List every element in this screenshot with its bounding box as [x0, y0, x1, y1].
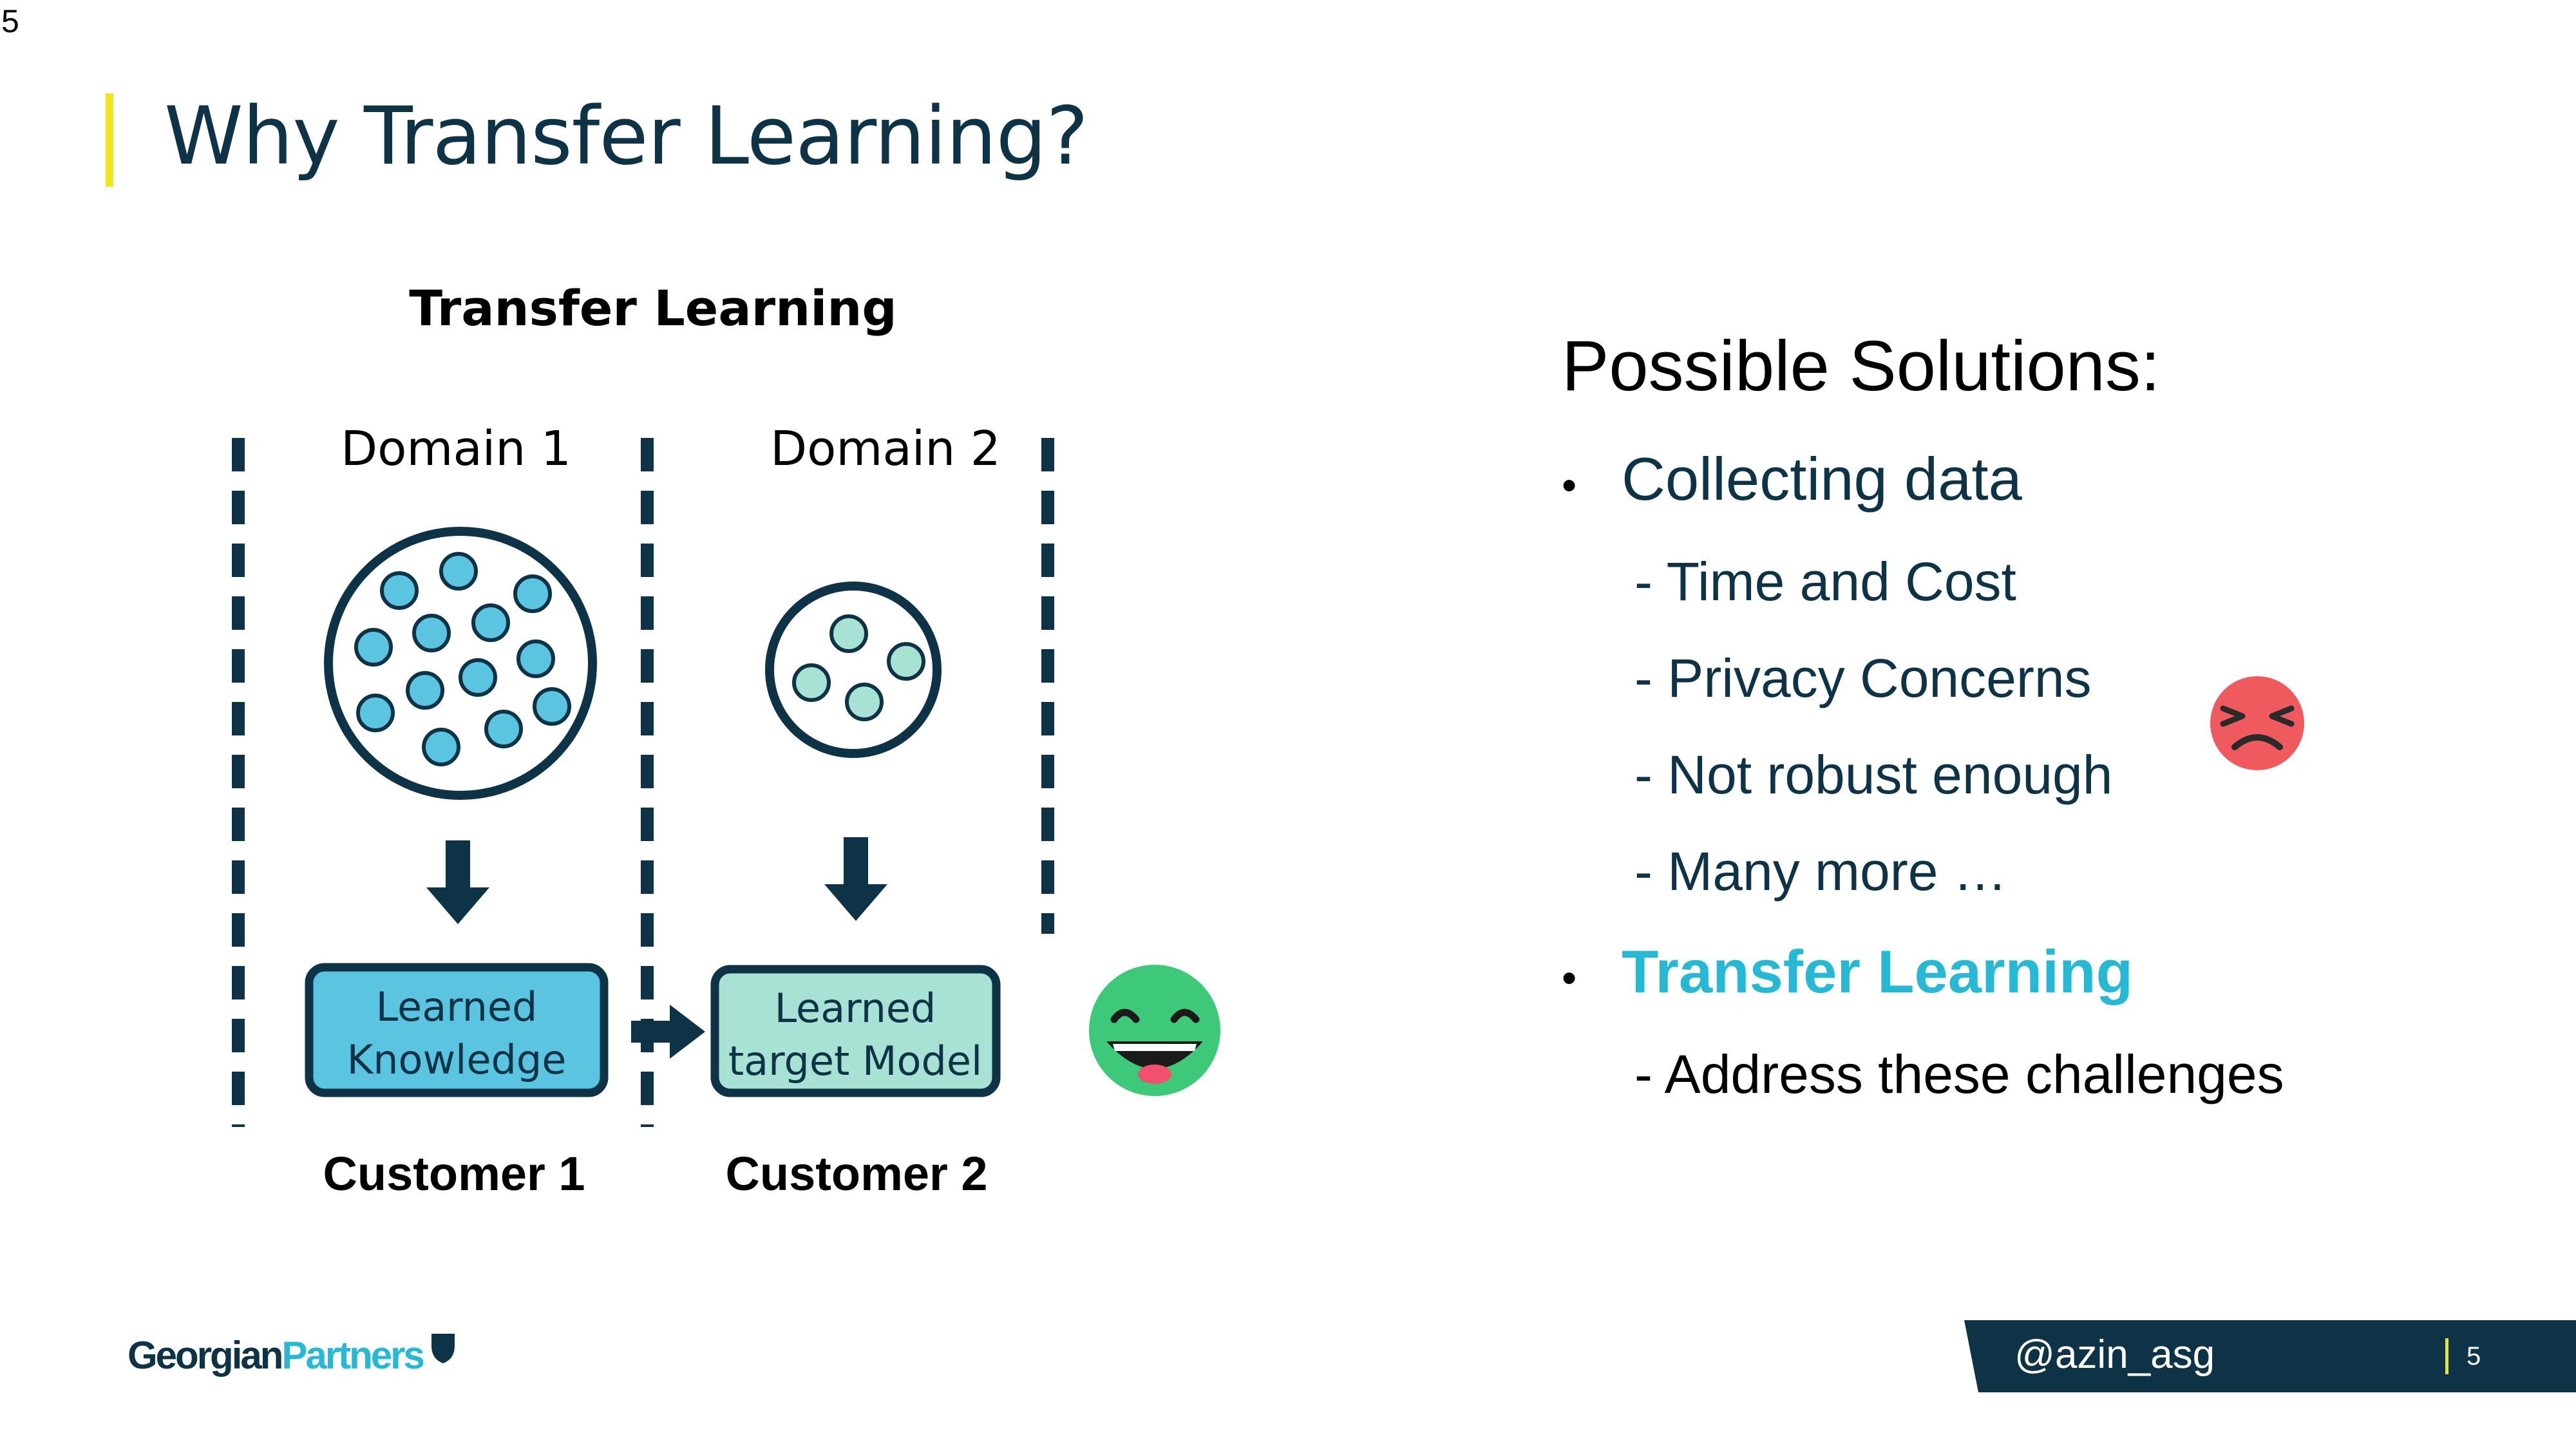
bullet-label: Transfer Learning: [1622, 938, 2133, 1005]
domain2-dots: [792, 614, 925, 721]
target-model-box: [710, 965, 1001, 1097]
knowledge-line1: Learned: [376, 983, 538, 1030]
footer-divider: [2445, 1338, 2448, 1374]
logo-text-georgian: Georgian: [128, 1334, 283, 1377]
subitem-many-more: - Many more …: [1634, 841, 2007, 902]
shield-icon: [431, 1333, 455, 1363]
twitter-handle: @azin_asg: [2014, 1332, 2215, 1377]
title-accent-bar: [106, 93, 113, 187]
bullet-collecting-data: • Collecting data: [1562, 444, 2022, 514]
footer-bar: [1964, 1320, 2576, 1392]
corner-page-number: 5: [1, 3, 19, 39]
subitem-robustness: - Not robust enough: [1634, 744, 2113, 805]
data-dot: [533, 687, 571, 726]
subitem-address-challenges: - Address these challenges: [1634, 1044, 2284, 1104]
bullet-symbol: •: [1562, 954, 1577, 1001]
bullet-symbol: •: [1562, 461, 1577, 509]
data-dot: [422, 728, 460, 766]
data-dot: [845, 683, 884, 721]
customer1-label: Customer 1: [323, 1147, 585, 1200]
data-dot: [829, 614, 868, 653]
footer-page-number: 5: [2467, 1342, 2481, 1370]
data-dot: [887, 642, 925, 681]
angry-face-icon: [2210, 676, 2304, 770]
target-line2: target Model: [728, 1037, 982, 1084]
data-dot: [459, 658, 497, 697]
georgian-partners-logo: Georgian Partners: [128, 1333, 457, 1378]
diagram-title: Transfer Learning: [409, 279, 897, 337]
target-line1: Learned: [775, 985, 936, 1032]
slide-title: Why Transfer Learning?: [164, 90, 1088, 183]
data-dot: [406, 671, 444, 710]
data-dot: [439, 552, 478, 591]
data-dot: [380, 571, 419, 610]
learned-knowledge-box: [305, 963, 609, 1097]
domain2-label: Domain 2: [770, 421, 1001, 477]
data-dot: [513, 574, 552, 613]
subitem-privacy: - Privacy Concerns: [1634, 648, 2092, 708]
domain1-dots: [354, 552, 571, 766]
logo-text-partners: Partners: [281, 1334, 424, 1377]
data-dot: [516, 639, 555, 678]
right-arrow-icon: [631, 1005, 705, 1059]
knowledge-line2: Knowledge: [347, 1036, 567, 1083]
grinning-face-icon: [1089, 965, 1220, 1096]
bullet-label: Collecting data: [1622, 445, 2022, 513]
down-arrow-icon: [426, 840, 489, 924]
data-dot: [471, 603, 510, 642]
data-dot: [484, 710, 523, 748]
bullet-transfer-learning: • Transfer Learning: [1562, 937, 2133, 1007]
down-arrow-icon: [824, 837, 887, 921]
domain2-circle: [765, 582, 942, 758]
data-dot: [792, 663, 831, 702]
subitem-time-cost: - Time and Cost: [1634, 551, 2016, 612]
solutions-heading: Possible Solutions:: [1562, 327, 2161, 406]
transfer-learning-diagram: Transfer Learning Domain 1 Domain 2: [232, 279, 1220, 1200]
data-dot: [356, 694, 395, 732]
data-dot: [354, 628, 393, 667]
data-dot: [412, 614, 451, 652]
customer2-label: Customer 2: [725, 1147, 987, 1200]
domain1-label: Domain 1: [341, 421, 571, 477]
